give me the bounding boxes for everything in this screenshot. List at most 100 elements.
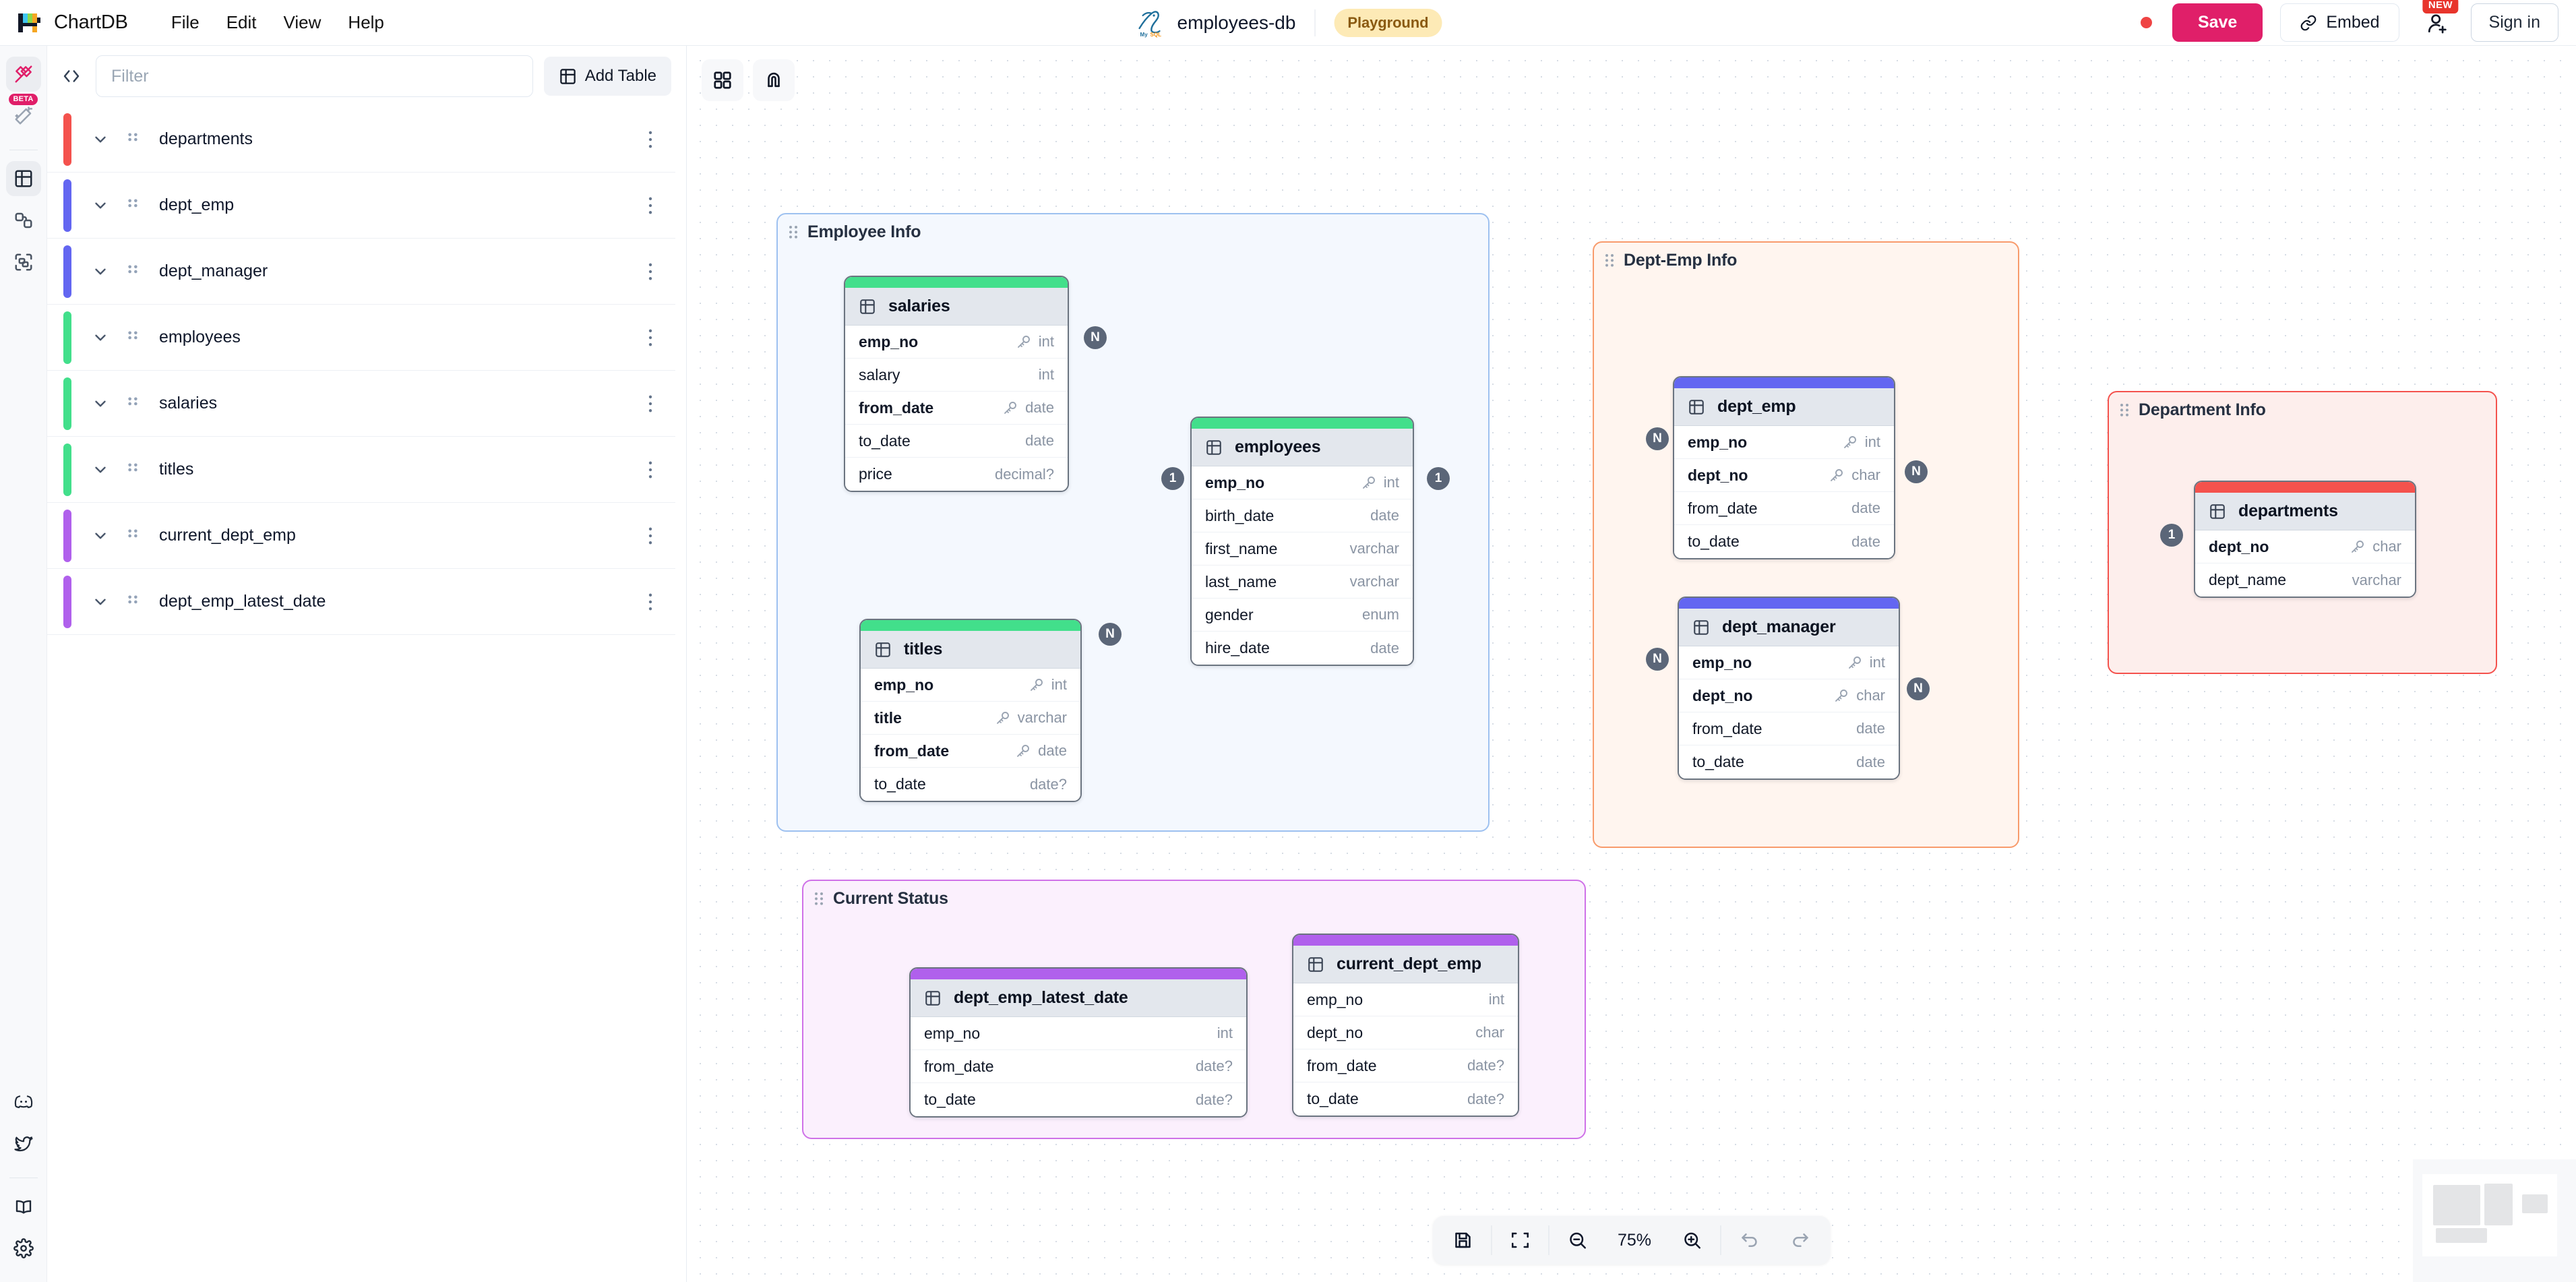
table-row-menu-button[interactable] (643, 394, 658, 413)
area-drag-handle-icon[interactable] (813, 891, 825, 907)
expand-chevron-icon[interactable] (85, 263, 116, 280)
expand-chevron-icon[interactable] (85, 593, 116, 611)
area-drag-handle-icon[interactable] (787, 224, 799, 241)
grid-toggle-button[interactable] (702, 59, 743, 101)
drag-handle-icon[interactable] (121, 593, 144, 611)
area-drag-handle-icon[interactable] (2118, 402, 2130, 419)
expand-chevron-icon[interactable] (85, 131, 116, 148)
table-row-menu-button[interactable] (643, 262, 658, 281)
rail-discord-button[interactable] (6, 1085, 41, 1120)
collapse-sidebar-button[interactable] (58, 63, 85, 90)
rail-diagrams-button[interactable] (5, 57, 41, 92)
table-list-item[interactable]: dept_manager (47, 239, 675, 305)
undo-button[interactable] (1723, 1220, 1775, 1260)
zoom-out-button[interactable] (1552, 1220, 1603, 1260)
table-node-header[interactable]: departments (2195, 493, 2415, 530)
drag-handle-icon[interactable] (121, 131, 144, 148)
table-list-item[interactable]: departments (47, 106, 675, 173)
expand-chevron-icon[interactable] (85, 527, 116, 545)
table-list-item[interactable]: titles (47, 437, 675, 503)
embed-button[interactable]: Embed (2280, 3, 2399, 42)
expand-chevron-icon[interactable] (85, 461, 116, 479)
save-diagram-button[interactable] (1437, 1220, 1488, 1260)
rail-twitter-button[interactable] (6, 1126, 41, 1161)
drag-handle-icon[interactable] (121, 527, 144, 545)
drag-handle-icon[interactable] (121, 329, 144, 346)
diagram-title[interactable]: employees-db (1177, 11, 1296, 33)
table-row-menu-button[interactable] (643, 130, 658, 149)
table-list-item[interactable]: dept_emp_latest_date (47, 569, 675, 635)
expand-chevron-icon[interactable] (85, 329, 116, 346)
fit-view-button[interactable] (1494, 1220, 1545, 1260)
menu-view[interactable]: View (283, 12, 321, 32)
add-table-button[interactable]: Add Table (543, 57, 671, 96)
table-node-header[interactable]: salaries (845, 288, 1068, 326)
redo-button[interactable] (1775, 1220, 1826, 1260)
drag-handle-icon[interactable] (121, 263, 144, 280)
table-row-menu-button[interactable] (643, 460, 658, 479)
zoom-level-label[interactable]: 75% (1617, 1230, 1652, 1250)
table-list-item[interactable]: dept_emp (47, 173, 675, 239)
menu-help[interactable]: Help (348, 12, 384, 32)
table-node-header[interactable]: dept_emp (1674, 388, 1894, 426)
rail-tables-button[interactable] (5, 161, 41, 196)
add-user-button[interactable]: NEW (2417, 0, 2459, 43)
drag-handle-icon[interactable] (121, 197, 144, 214)
rail-areas-button[interactable] (6, 245, 41, 280)
minimap[interactable] (2413, 1159, 2576, 1282)
table-node-header[interactable]: titles (861, 631, 1080, 669)
save-button[interactable]: Save (2172, 3, 2263, 42)
drag-handle-icon[interactable] (121, 461, 144, 479)
menu-edit[interactable]: Edit (226, 12, 257, 32)
table-row-menu-button[interactable] (643, 592, 658, 611)
rail-docs-button[interactable] (6, 1189, 41, 1224)
rail-settings-button[interactable] (6, 1231, 41, 1266)
table-row-menu-button[interactable] (643, 328, 658, 347)
sign-in-button[interactable]: Sign in (2470, 3, 2558, 42)
table-row-menu-button[interactable] (643, 526, 658, 545)
snap-magnet-button[interactable] (753, 59, 795, 101)
filter-input[interactable] (96, 55, 533, 97)
table-node-header[interactable]: dept_emp_latest_date (911, 979, 1246, 1017)
zoom-in-button[interactable] (1666, 1220, 1717, 1260)
rail-magic-button[interactable]: BETA (6, 94, 41, 133)
table-list-item[interactable]: salaries (47, 371, 675, 437)
expand-chevron-icon[interactable] (85, 197, 116, 214)
